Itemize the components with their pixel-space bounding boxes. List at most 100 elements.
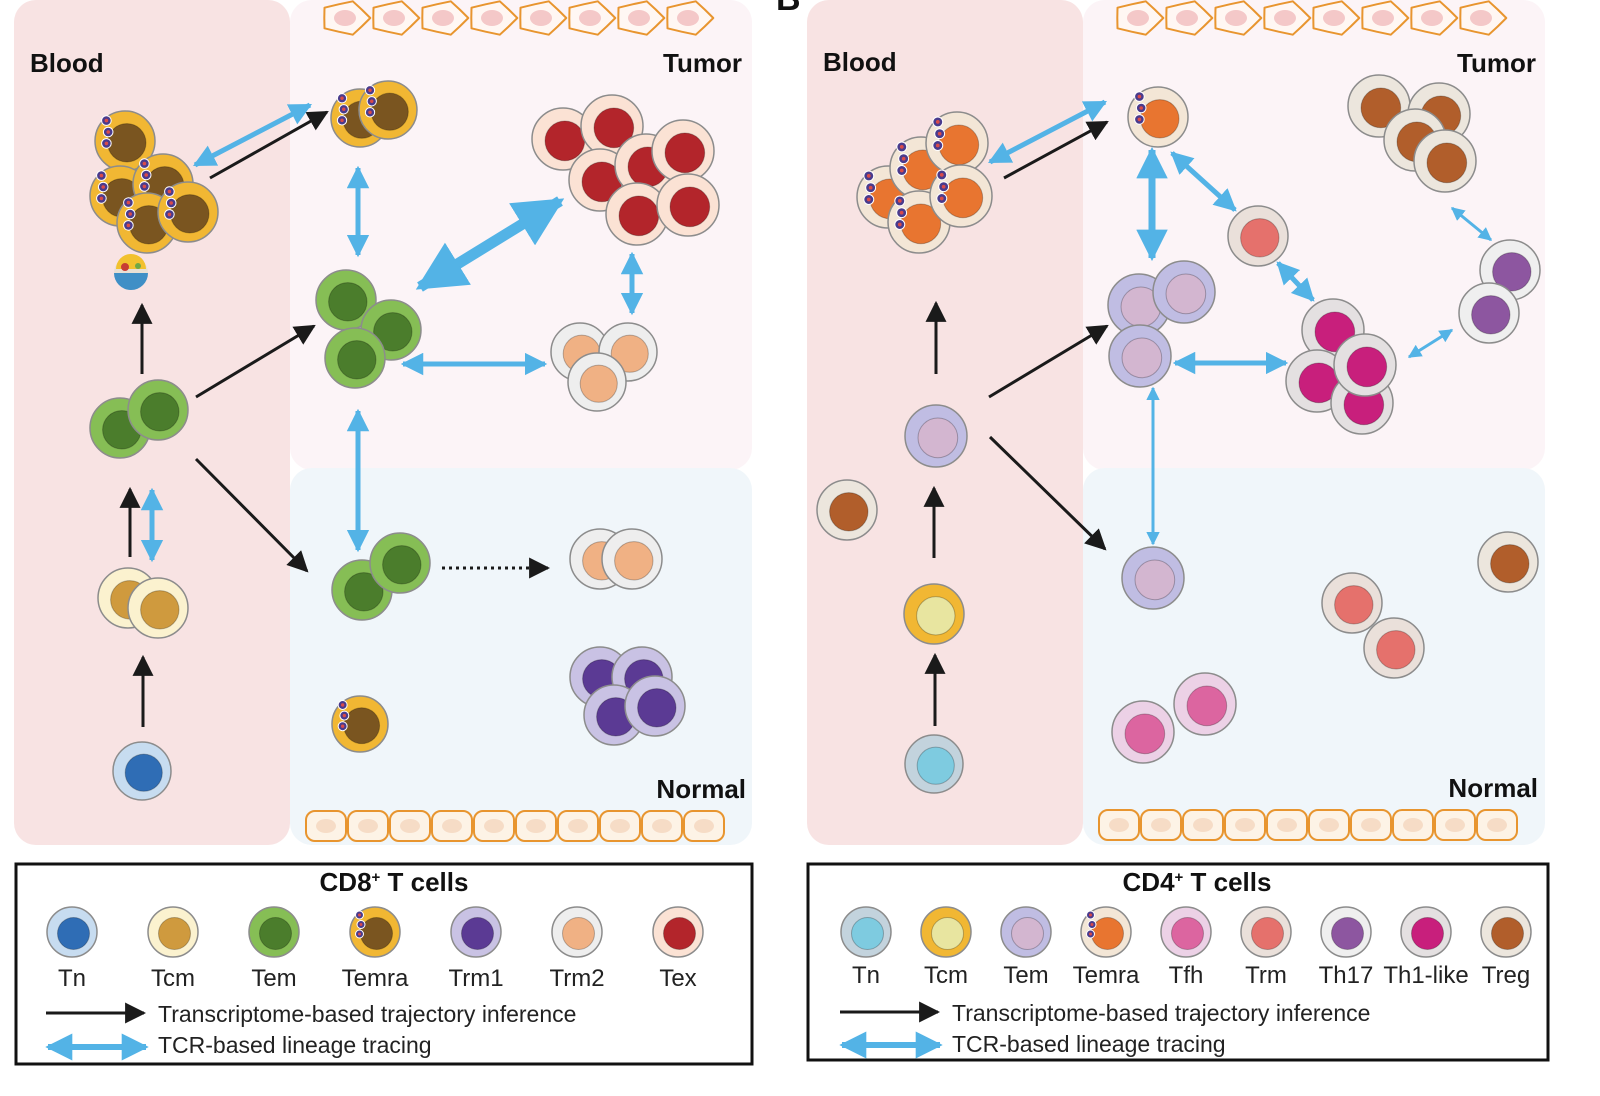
- tumor-tissue-cell: [617, 0, 666, 36]
- trm-cell: [1363, 617, 1425, 679]
- tfh-legend-cell: [1160, 906, 1212, 958]
- tcm-legend-cell: [920, 906, 972, 958]
- legend-item-th17: Th17: [1319, 906, 1374, 989]
- temra-cell: [925, 111, 989, 175]
- legend-item-tcm: Tcm: [920, 906, 972, 989]
- temra-legend-cell: [349, 906, 401, 958]
- tumor-tissue-cells: [323, 0, 715, 36]
- tumor-tissue-cell: [470, 0, 519, 36]
- legend-label: Tex: [659, 965, 696, 992]
- tem-cell: [315, 269, 377, 331]
- tumor-tissue-cell: [421, 0, 470, 36]
- epithelial-cell: [1224, 809, 1266, 841]
- trm2-cell: [601, 528, 663, 590]
- trm1-legend-cell: [450, 906, 502, 958]
- legend-label: Tem: [1003, 962, 1048, 989]
- tn-cell-blood: [904, 734, 964, 794]
- tumor-tissue-cell: [1459, 0, 1508, 36]
- tem-cell-blood: [904, 404, 968, 468]
- epithelial-cell: [473, 810, 515, 842]
- legend-label: Tcm: [924, 962, 968, 989]
- treg-cluster-tumor: [1347, 74, 1477, 193]
- tem-cluster-tumor: [1107, 260, 1216, 388]
- tumor-tissue-cell: [323, 0, 372, 36]
- tem-legend-cell: [1000, 906, 1052, 958]
- tumor-label: Tumor: [1457, 48, 1536, 78]
- temra-pair-tumor: [330, 80, 418, 148]
- trm-cell: [1321, 572, 1383, 634]
- temra-cell: [94, 110, 156, 172]
- tumor-tissue-cell: [1361, 0, 1410, 36]
- legend-item-temra: Temra: [1073, 906, 1140, 989]
- epithelial-cell: [1476, 809, 1518, 841]
- legend-label: Tn: [852, 962, 880, 989]
- trm-legend-cell: [1240, 906, 1292, 958]
- legend-label: Th1-like: [1383, 962, 1468, 989]
- tfh-pair-normal: [1111, 672, 1237, 764]
- trajectory-arrow: [195, 324, 316, 399]
- temra-cell: [157, 181, 219, 243]
- cd4-arrows: [923, 99, 1493, 726]
- tumor-label: Tumor: [663, 48, 742, 78]
- tex-cluster-tumor: [531, 94, 720, 246]
- epithelial-cell: [1182, 809, 1224, 841]
- tex-cell: [651, 119, 715, 183]
- tem-cell: [1108, 324, 1172, 388]
- tumor-tissue-cell: [568, 0, 617, 36]
- th17-pair-tumor: [1458, 239, 1541, 344]
- treg-cell-normal: [1477, 531, 1539, 593]
- temra-cluster-blood: [856, 111, 993, 254]
- black-arrow-key-text: Transcriptome-based trajectory inference: [158, 1001, 576, 1027]
- legend-label: Tem: [251, 965, 296, 992]
- tcr-lineage-arrow: [415, 196, 565, 292]
- legend-item-trm2: Trm2: [549, 906, 605, 992]
- cd8-cell-map: [89, 80, 720, 801]
- tcr-lineage-arrow: [1407, 328, 1454, 359]
- temra-cluster-blood: [89, 110, 219, 254]
- temra-legend-cell: [1080, 906, 1132, 958]
- trm2-pair-normal: [569, 528, 663, 590]
- tumor-tissue-cell: [1263, 0, 1312, 36]
- epithelial-cell: [305, 810, 347, 842]
- trajectory-arrow: [988, 435, 1107, 551]
- black-arrow-key-text: Transcriptome-based trajectory inference: [952, 1000, 1370, 1026]
- tn-cell-blood: [112, 741, 172, 801]
- legend-label: Tfh: [1169, 962, 1204, 989]
- epithelial-cell: [1392, 809, 1434, 841]
- th1-like-legend-cell: [1400, 906, 1452, 958]
- temra-cell-tumor: [1127, 86, 1189, 148]
- legend-label: Th17: [1319, 962, 1374, 989]
- legend-label: Tn: [58, 965, 86, 992]
- normal-label: Normal: [656, 774, 746, 804]
- legend-label: Trm1: [448, 965, 503, 992]
- blood-label: Blood: [823, 47, 897, 77]
- tumor-tissue-cell: [1214, 0, 1263, 36]
- cd4-legend-title: CD4+ T cells: [1123, 867, 1272, 897]
- tem-cell: [324, 327, 386, 389]
- tumor-tissue-cell: [666, 0, 715, 36]
- tcm-cell-blood: [903, 583, 965, 645]
- legend-item-trm1: Trm1: [448, 906, 504, 992]
- legend-item-temra: Temra: [342, 906, 409, 992]
- cd4-cell-map: [816, 74, 1541, 794]
- th17-cell: [1458, 282, 1520, 344]
- tem-pair-normal: [331, 532, 431, 621]
- tem-legend-cell: [248, 906, 300, 958]
- epithelial-cell: [1140, 809, 1182, 841]
- epithelial-cell: [1434, 809, 1476, 841]
- tumor-tissue-cell: [1116, 0, 1165, 36]
- epithelial-cell: [431, 810, 473, 842]
- legend-label: Temra: [1073, 962, 1140, 989]
- tex-cell: [605, 182, 669, 246]
- epithelial-cell: [599, 810, 641, 842]
- trm-cell-tumor: [1227, 205, 1289, 267]
- tem-cell: [369, 532, 431, 594]
- th17-legend-cell: [1320, 906, 1372, 958]
- th1-like-cell: [1333, 333, 1397, 397]
- legend-item-tn: Tn: [46, 906, 98, 992]
- tcm-cell: [127, 577, 189, 639]
